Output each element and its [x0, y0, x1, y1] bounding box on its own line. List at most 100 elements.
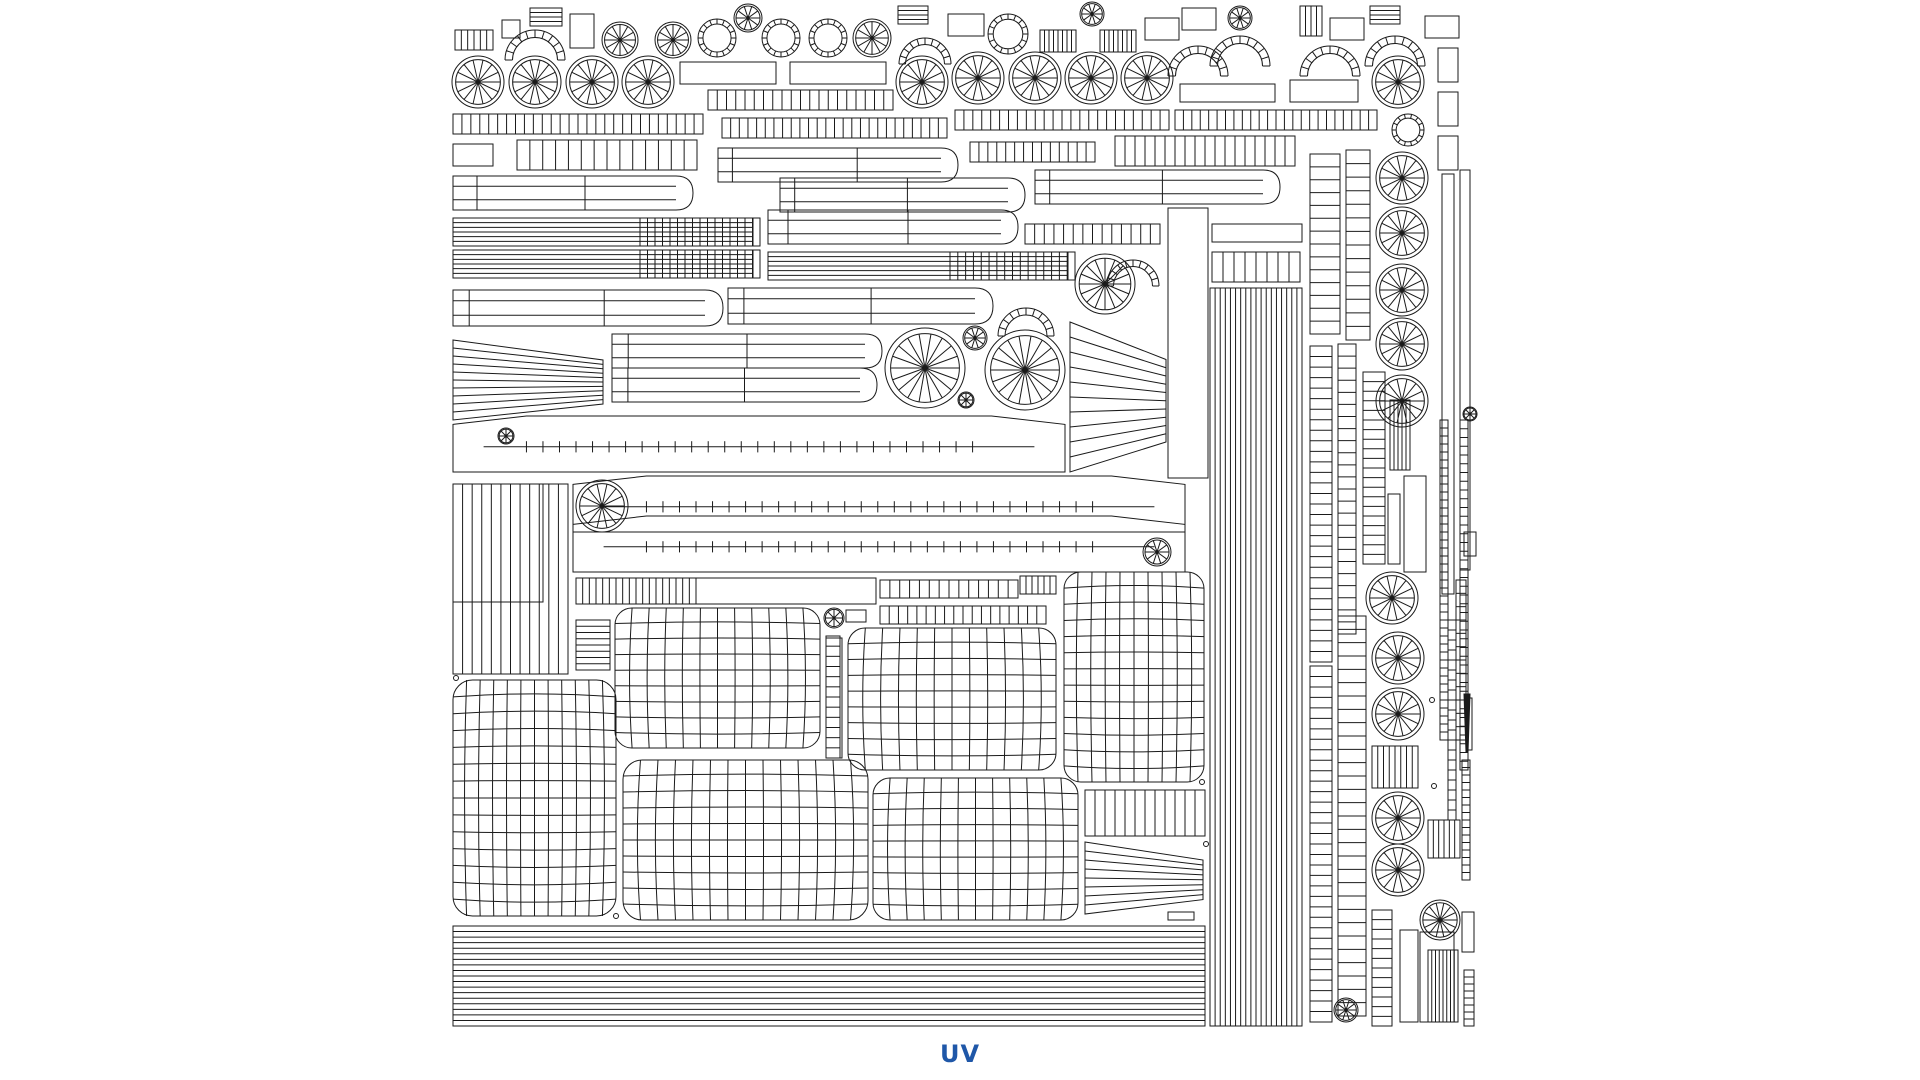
- uv-wheel-island: [984, 329, 1066, 411]
- uv-ring-island: [1391, 113, 1425, 147]
- uv-ladder-island: [1371, 909, 1393, 1027]
- uv-arc-strip: [1299, 45, 1361, 77]
- uv-caption: UV: [0, 1040, 1920, 1068]
- uv-box-island: [1289, 79, 1359, 103]
- uv-strip-island: [1369, 5, 1401, 25]
- uv-wheel-island: [575, 479, 629, 533]
- uv-box-island: [1461, 911, 1475, 953]
- uv-beam-island: [572, 475, 1186, 533]
- uv-strip-island: [1299, 5, 1323, 37]
- uv-beam-island: [572, 515, 1186, 573]
- uv-box-island: [1424, 15, 1460, 39]
- uv-ring-island: [761, 18, 801, 58]
- uv-strip-island: [879, 579, 1019, 599]
- uv-needle-island: [1463, 693, 1471, 753]
- uv-arc-strip: [898, 37, 952, 65]
- uv-ladder-island: [1439, 419, 1449, 741]
- uv-ladder-island: [1447, 619, 1457, 821]
- uv-ladder-island: [1463, 969, 1475, 1027]
- uv-strip-island: [1114, 135, 1296, 167]
- uv-tube-island: [1034, 169, 1281, 205]
- uv-box-island: [845, 609, 867, 623]
- uv-strip-island: [1019, 575, 1057, 595]
- uv-strip-island: [1174, 109, 1378, 131]
- uv-wheel-island: [1371, 687, 1425, 741]
- uv-box-island: [947, 13, 985, 37]
- uv-box-island: [1399, 929, 1419, 1023]
- uv-strip-island: [1099, 29, 1137, 53]
- uv-wheel-island: [1079, 1, 1105, 27]
- uv-box-island: [1437, 135, 1459, 171]
- uv-strip-island: [575, 577, 697, 605]
- uv-strip-island: [767, 251, 1069, 281]
- uv-ladder-island: [1362, 371, 1386, 565]
- uv-wheel-island: [1142, 537, 1172, 567]
- uv-strip-island: [1024, 223, 1161, 245]
- uv-wheel-island: [451, 55, 505, 109]
- uv-ladder-island: [1309, 665, 1333, 1023]
- uv-strip-island: [1427, 819, 1461, 859]
- uv-box-island: [1167, 911, 1195, 921]
- uv-box-island: [1387, 493, 1401, 565]
- uv-wheel-island: [497, 427, 515, 445]
- uv-strip-island: [452, 925, 1206, 1027]
- uv-tube-island: [452, 175, 694, 211]
- uv-box-island: [1167, 207, 1209, 479]
- uv-strip-island: [575, 577, 877, 605]
- uv-box-island: [569, 13, 595, 49]
- uv-box-island: [1179, 83, 1276, 103]
- uv-caption-text: UV: [939, 1040, 981, 1068]
- uv-ladder-island: [1309, 153, 1341, 335]
- uv-strip-island: [452, 249, 754, 279]
- uv-box-island: [1437, 47, 1459, 83]
- uv-strip-island: [1211, 251, 1301, 283]
- uv-mesh-island: [622, 759, 869, 921]
- uv-wheel-island: [601, 21, 639, 59]
- uv-wheel-island: [1120, 51, 1174, 105]
- uv-wheel-island: [1371, 843, 1425, 897]
- uv-wheel-island: [565, 55, 619, 109]
- uv-wheel-island: [1375, 317, 1429, 371]
- uv-strip-island: [452, 113, 704, 135]
- uv-wheel-island: [895, 55, 949, 109]
- uv-tube-island: [452, 289, 724, 327]
- uv-box-island: [1181, 7, 1217, 31]
- uv-dot-island: [1429, 697, 1435, 703]
- uv-tube-island: [767, 209, 1019, 245]
- uv-strip-island: [897, 5, 929, 25]
- uv-wheel-island: [508, 55, 562, 109]
- uv-strip-island: [639, 249, 761, 279]
- uv-dot-island: [1203, 841, 1209, 847]
- uv-strip-island: [954, 109, 1170, 131]
- uv-box-island: [679, 61, 777, 85]
- uv-wheel-island: [1333, 997, 1359, 1023]
- uv-strip-island: [1419, 931, 1455, 1023]
- uv-strip-island: [452, 483, 569, 675]
- uv-strip-island: [1039, 29, 1077, 53]
- uv-strip-island: [1371, 745, 1419, 789]
- uv-strip-island: [969, 141, 1096, 163]
- uv-wheel-island: [1365, 571, 1419, 625]
- uv-strip-island: [1209, 287, 1303, 1027]
- uv-strip-island: [1389, 399, 1411, 471]
- uv-arc-strip: [1106, 259, 1160, 287]
- uv-strip-island: [1084, 789, 1206, 837]
- uv-tube-island: [779, 177, 1026, 213]
- uv-dot-island: [613, 913, 619, 919]
- uv-wheel-island: [1462, 406, 1478, 422]
- uv-mesh-island: [452, 679, 617, 917]
- uv-strip-island: [879, 605, 1047, 625]
- uv-tube-island: [611, 367, 878, 403]
- uv-strip-island: [454, 29, 494, 51]
- uv-box-island: [452, 143, 494, 167]
- uv-ladder-island: [1337, 615, 1367, 1017]
- uv-fan-island: [1084, 841, 1204, 915]
- uv-ladder-island: [825, 635, 841, 759]
- uv-box-island: [1463, 531, 1477, 557]
- uv-mesh-island: [847, 627, 1057, 771]
- uv-mesh-island: [1063, 571, 1205, 783]
- uv-box-island: [789, 61, 887, 85]
- uv-wheel-island: [1371, 791, 1425, 845]
- uv-wheel-island: [654, 21, 692, 59]
- uv-mesh-island: [872, 777, 1079, 921]
